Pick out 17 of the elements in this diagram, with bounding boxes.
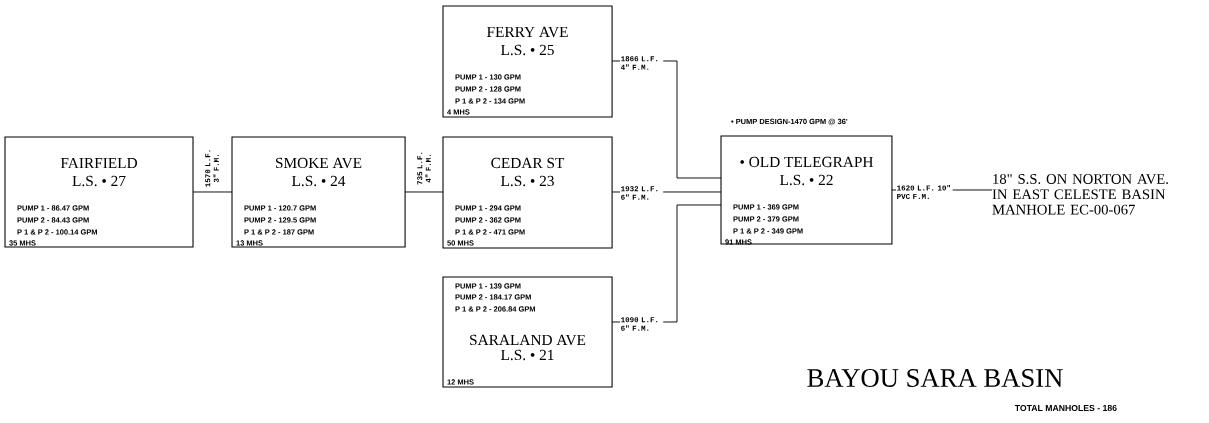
station-name: L.S. • 25 [501, 44, 554, 56]
station-name: SARALAND AVE [470, 334, 586, 346]
station-name: SMOKE AVE [276, 157, 362, 169]
station-name: L.S. • 24 [292, 175, 346, 187]
pipe-line [192, 191, 233, 193]
station-name: CEDAR ST [491, 157, 565, 169]
station-name: L.S. • 27 [72, 175, 126, 187]
basin-title: BAYOU SARA BASIN [807, 369, 1063, 387]
station-name: • OLD TELEGRAPH [740, 156, 874, 168]
station-name: L.S. • 23 [501, 175, 554, 187]
station-name: L.S. • 22 [780, 174, 833, 186]
destination-text: 18" S.S. ON NORTON AVE. IN EAST CELESTE BASIN MANHOLE EC-00-067 [992, 174, 1168, 215]
pipe-line [404, 191, 444, 193]
station-name: FERRY AVE [487, 26, 568, 38]
station-name: FAIRFIELD [60, 157, 137, 169]
total-note: TOTAL MANHOLES - 186 [1014, 404, 1117, 412]
station-name: L.S. • 21 [501, 349, 554, 361]
